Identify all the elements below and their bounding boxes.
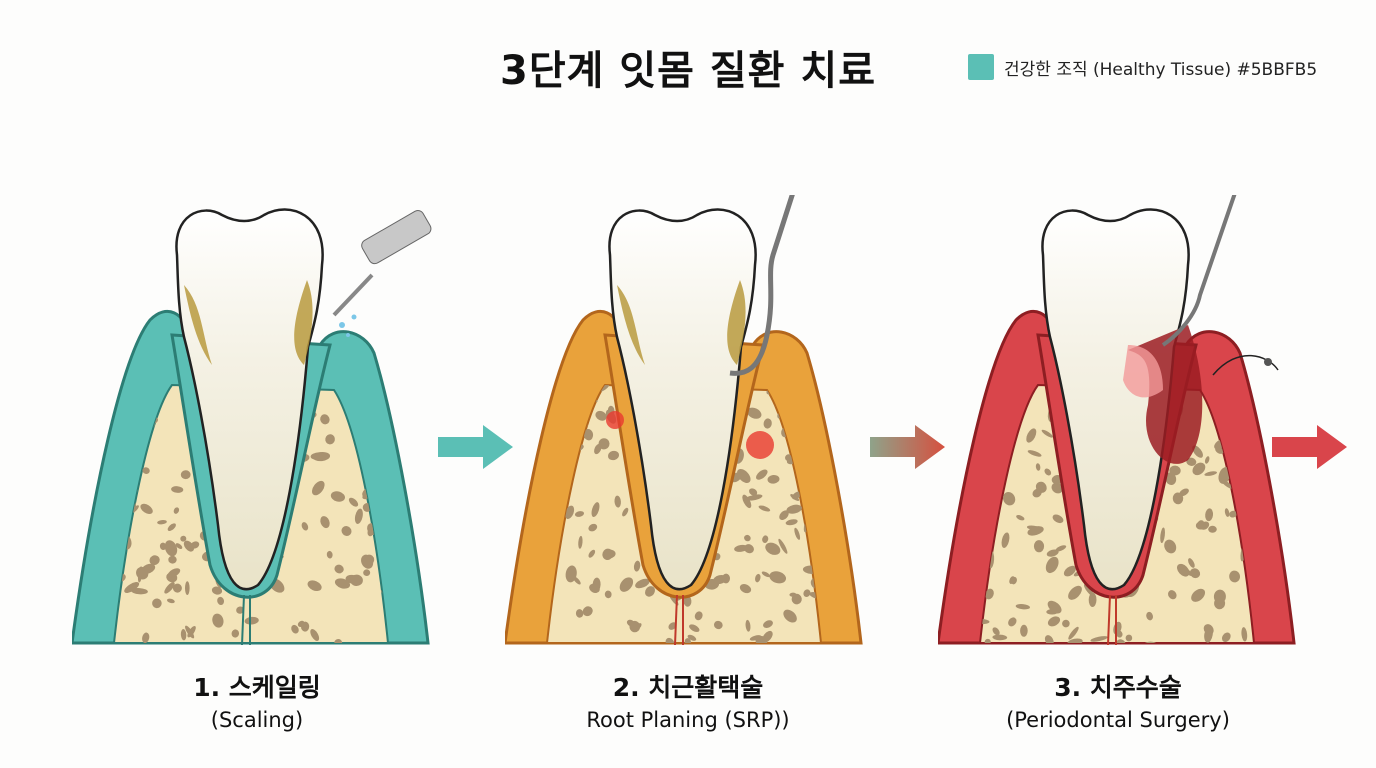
root-planing-illustration	[505, 195, 863, 645]
step-label-1: 1. 스케일링 (Scaling)	[57, 668, 457, 732]
arrow-right-icon	[870, 425, 945, 469]
nerve	[241, 594, 251, 645]
step-subtitle: (Scaling)	[210, 708, 304, 732]
tooth	[608, 208, 757, 591]
periodontal-surgery-illustration	[938, 195, 1296, 645]
arrow-right-icon	[1272, 425, 1347, 469]
scaling-illustration	[72, 208, 432, 645]
legend: 건강한 조직 (Healthy Tissue) #5BBFB5	[968, 54, 1317, 80]
legend-label: 건강한 조직 (Healthy Tissue) #5BBFB5	[1004, 59, 1318, 80]
tartar	[184, 280, 313, 365]
step-title: 3. 치주수술	[1054, 673, 1182, 702]
step-label-2: 2. 치근활택술 Root Planing (SRP))	[488, 668, 888, 732]
step-subtitle: Root Planing (SRP))	[586, 708, 790, 732]
step-subtitle: (Periodontal Surgery)	[1006, 708, 1230, 732]
legend-swatch	[968, 54, 994, 80]
arrow-right-icon	[438, 425, 513, 469]
nerve	[674, 594, 684, 645]
step-title: 1. 스케일링	[193, 673, 321, 702]
ultrasonic-scaler-icon	[332, 210, 432, 337]
step-label-3: 3. 치주수술 (Periodontal Surgery)	[918, 668, 1318, 732]
page-title: 3단계 잇몸 질환 치료	[499, 48, 876, 94]
suture	[1212, 354, 1279, 376]
nerve	[1107, 594, 1117, 645]
tartar	[617, 280, 746, 365]
tooth	[175, 208, 324, 591]
curette-icon	[729, 195, 795, 376]
surgical-probe-icon	[1161, 195, 1237, 347]
step-title: 2. 치근활택술	[612, 673, 764, 702]
